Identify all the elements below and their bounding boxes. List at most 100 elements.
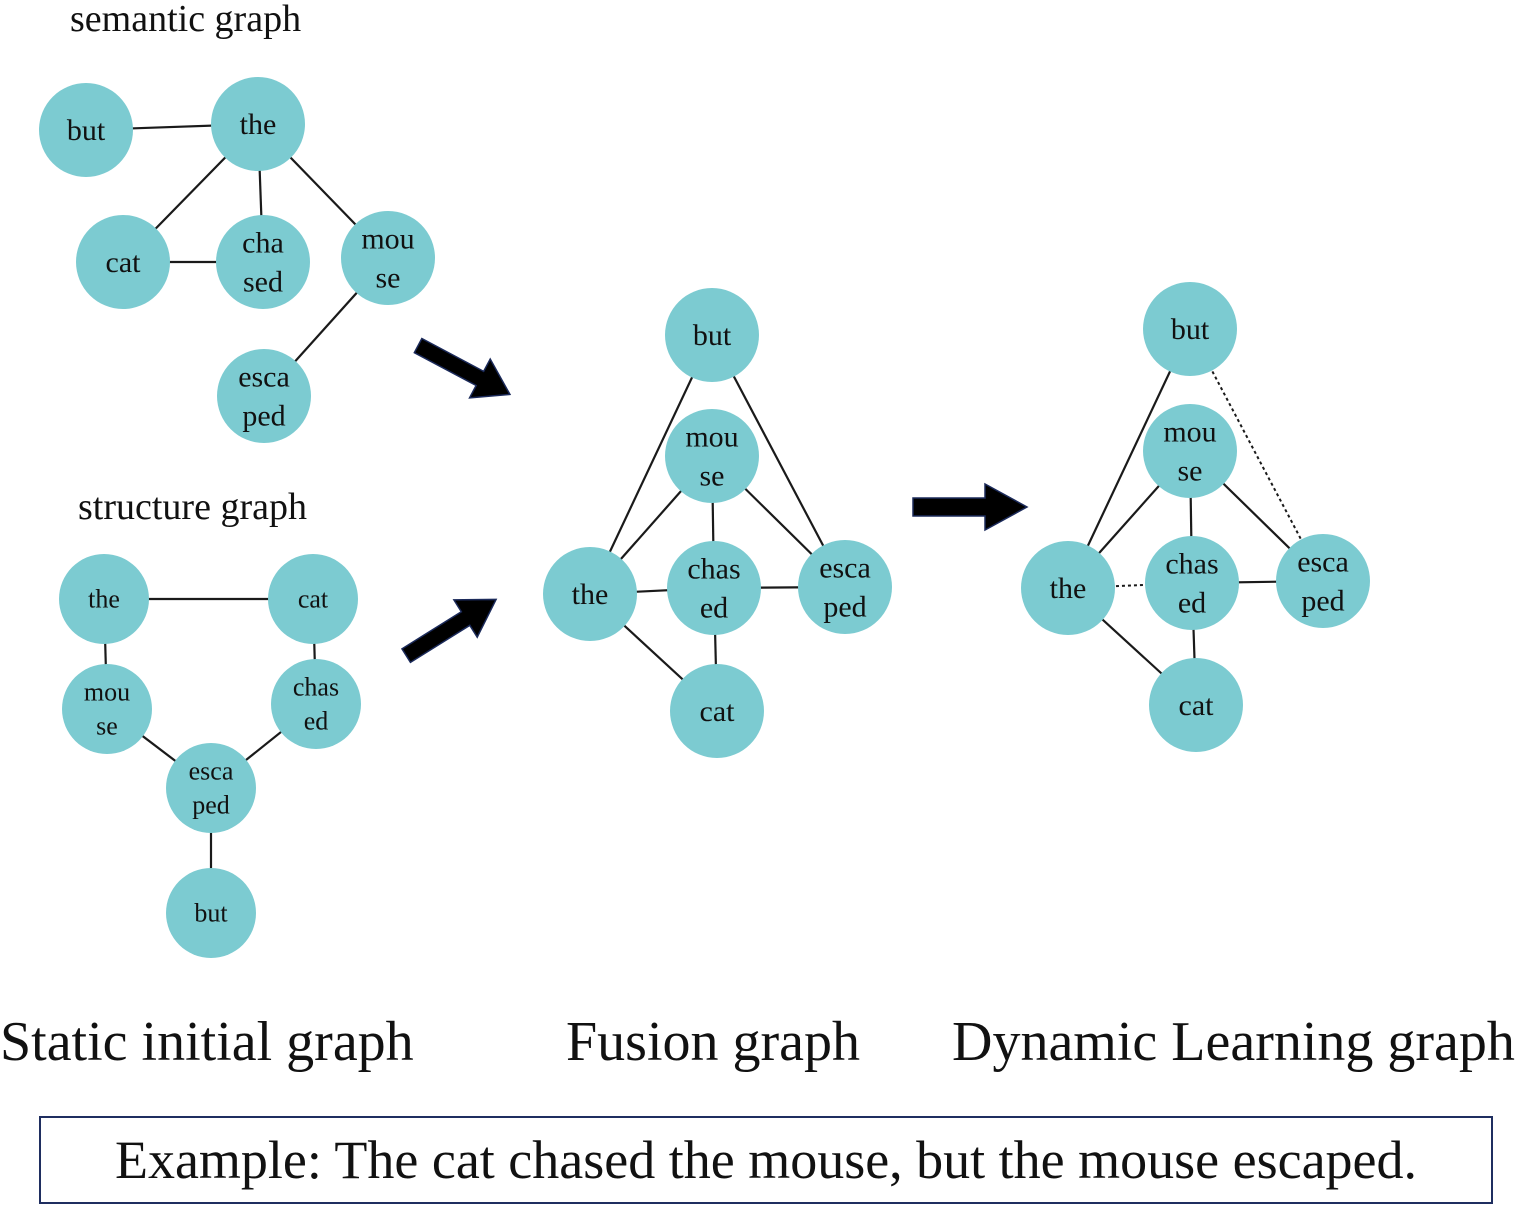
fusion-node-the: the [543,547,637,641]
semantic-node-the-circle [211,77,305,171]
dynamic-node-escaped-circle [1276,534,1370,628]
dynamic-node-mouse: mou se [1143,404,1237,498]
semantic-node-the-label: the [240,108,277,141]
structure-node-chased-circle [271,659,361,749]
semantic-node-escaped-circle [217,349,311,443]
fusion-node-but: but [665,288,759,382]
semantic-node-escaped-label: ped [242,399,285,432]
structure-node-chased-label: ed [304,706,329,735]
dynamic-node-mouse-label: se [1178,454,1203,487]
semantic-node-cat: cat [76,215,170,309]
example-caption-box: Example: The cat chased the mouse, but t… [39,1116,1493,1204]
dynamic-node-escaped: esca ped [1276,534,1370,628]
dynamic-node-but-label: but [1171,313,1210,346]
structure-node-chased: chas ed [271,659,361,749]
dynamic-node-escaped-label: ped [1301,584,1344,617]
fusion-node-chased-label: ed [700,591,728,624]
dynamic-node-cat-label: cat [1179,689,1215,722]
structure-node-but-label: but [194,899,228,928]
structure-node-but: but [166,868,256,958]
fusion-node-mouse-circle [665,409,759,503]
semantic-node-but: but [39,83,133,177]
structure-node-but-circle [166,868,256,958]
structure-node-escaped-circle [166,743,256,833]
structure-node-mouse: mou se [62,664,152,754]
semantic-node-escaped-label: esca [238,360,290,393]
structure-node-cat: cat [268,554,358,644]
structure-node-mouse-label: mou [84,678,130,707]
fusion-node-cat-circle [670,664,764,758]
structure-node-cat-label: cat [298,585,329,614]
fusion-node-escaped-label: ped [823,590,866,623]
fusion-node-escaped-circle [798,540,892,634]
arrow-fusion-to-dynamic-icon [912,482,1029,532]
example-caption: Example: The cat chased the mouse, but t… [114,1130,1418,1190]
dynamic-node-mouse-circle [1143,404,1237,498]
structure-node-escaped: esca ped [166,743,256,833]
structure-node-the-circle [59,554,149,644]
semantic-node-but-circle [39,83,133,177]
fusion-edge-but-escaped [711,334,846,588]
dynamic-node-chased: chas ed [1145,536,1239,630]
dynamic-node-cat: cat [1149,658,1243,752]
semantic-node-escaped: esca ped [217,349,311,443]
dynamic-node-the-circle [1021,541,1115,635]
structure-graph-title: structure graph [78,486,307,528]
semantic-graph: but the cat cha sed mouse esca ped [39,77,435,443]
semantic-node-mouse-circle [341,211,435,305]
fusion-node-but-circle [665,288,759,382]
semantic-node-chased: cha sed [216,215,310,309]
structure-node-the: the [59,554,149,644]
structure-graph: the cat mou se chas ed esca ped but [59,554,361,958]
structure-node-cat-circle [268,554,358,644]
dynamic-node-but-circle [1143,282,1237,376]
structure-node-escaped-label: esca [189,757,234,786]
structure-node-chased-label: chas [293,673,339,702]
fusion-node-cat-label: cat [700,695,736,728]
semantic-graph-title: semantic graph [70,0,301,40]
fusion-graph-label: Fusion graph [566,1011,860,1073]
fusion-node-mouse-label: se [700,459,725,492]
fusion-node-the-label: the [572,578,609,611]
fusion-node-mouse: mou se [665,409,759,503]
dynamic-node-mouse-label: mou [1163,415,1216,448]
dynamic-node-the: the [1021,541,1115,635]
semantic-node-cat-label: cat [106,246,142,279]
dynamic-node-chased-label: chas [1165,547,1218,580]
semantic-node-chased-circle [216,215,310,309]
fusion-node-chased: chas ed [667,541,761,635]
semantic-node-but-label: but [67,114,106,147]
semantic-node-mouse: mouse [341,211,435,305]
dynamic-node-cat-circle [1149,658,1243,752]
structure-node-mouse-circle [62,664,152,754]
fusion-node-escaped: esca ped [798,540,892,634]
semantic-node-mouse-label: se [376,261,401,294]
dynamic-node-but: but [1143,282,1237,376]
fusion-graph: but mou se the chas ed esca ped cat [543,288,892,758]
structure-node-mouse-label: se [96,711,118,740]
dynamic-node-chased-circle [1145,536,1239,630]
dynamic-learning-graph-label: Dynamic Learning graph [952,1011,1515,1073]
structure-node-the-label: the [88,585,120,614]
dynamic-learning-graph: but mou se the chas ed esca ped cat [1021,282,1370,752]
dynamic-edge-the-but [1067,328,1191,589]
structure-node-escaped-label: ped [192,790,230,819]
semantic-node-chased-label: sed [243,265,283,298]
fusion-node-the-circle [543,547,637,641]
dynamic-node-the-label: the [1050,572,1087,605]
dynamic-node-chased-label: ed [1178,586,1206,619]
static-initial-graph-label: Static initial graph [0,1011,414,1073]
fusion-node-chased-label: chas [687,552,740,585]
arrow-structure-to-fusion-icon [400,598,498,664]
dynamic-node-escaped-label: esca [1297,545,1349,578]
fusion-node-cat: cat [670,664,764,758]
arrow-semantic-to-fusion-icon [413,337,512,399]
fusion-node-escaped-label: esca [819,551,871,584]
fusion-node-mouse-label: mou [685,420,738,453]
semantic-node-cat-circle [76,215,170,309]
semantic-node-the: the [211,77,305,171]
fusion-node-chased-circle [667,541,761,635]
fusion-node-but-label: but [693,319,732,352]
semantic-node-chased-label: cha [242,226,284,259]
fusion-edge-the-but [589,334,713,595]
